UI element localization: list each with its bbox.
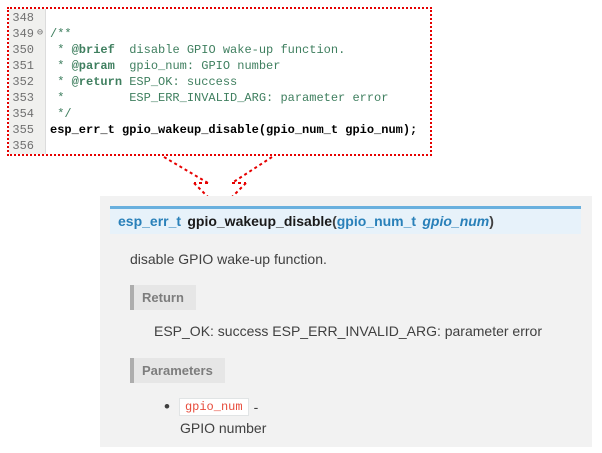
param-description: GPIO number bbox=[180, 420, 267, 436]
line-number: 351 bbox=[12, 59, 34, 73]
code-line: 354 */ bbox=[9, 106, 430, 122]
code-text: * @return ESP_OK: success bbox=[46, 74, 237, 90]
code-segment-decl: esp_err_t gpio_wakeup_disable(gpio_num_t… bbox=[50, 123, 418, 137]
signature-open-paren: ( bbox=[332, 213, 337, 229]
code-segment-comment: * ESP_ERR_INVALID_ARG: parameter error bbox=[50, 91, 389, 105]
fold-spacer bbox=[34, 58, 46, 74]
code-line: 353 * ESP_ERR_INVALID_ARG: parameter err… bbox=[9, 90, 430, 106]
return-rubric: Return bbox=[130, 285, 196, 310]
param-dash: - bbox=[253, 399, 259, 415]
code-text: /** bbox=[46, 26, 72, 42]
code-segment-comment: /** bbox=[50, 27, 72, 41]
code-text: */ bbox=[46, 106, 72, 122]
param-name-code: gpio_num bbox=[178, 398, 249, 416]
fold-spacer bbox=[34, 74, 46, 90]
code-segment-comment: ESP_OK: success bbox=[122, 75, 238, 89]
code-text: * @param gpio_num: GPIO number bbox=[46, 58, 280, 74]
fold-spacer bbox=[34, 10, 46, 26]
line-number: 356 bbox=[12, 139, 34, 153]
code-text: esp_err_t gpio_wakeup_disable(gpio_num_t… bbox=[46, 122, 417, 138]
code-segment-comment: * bbox=[50, 75, 72, 89]
fold-spacer bbox=[34, 106, 46, 122]
return-text: ESP_OK: success ESP_ERR_INVALID_ARG: par… bbox=[154, 323, 542, 339]
code-segment-comment: disable GPIO wake-up function. bbox=[114, 43, 346, 57]
code-line: 351 * @param gpio_num: GPIO number bbox=[9, 58, 430, 74]
parameter-item: • gpio_num - bbox=[164, 398, 592, 416]
code-segment-comment: * bbox=[50, 59, 72, 73]
code-segment-tag: @return bbox=[71, 75, 123, 89]
code-text bbox=[46, 138, 50, 154]
function-brief: disable GPIO wake-up function. bbox=[130, 251, 327, 267]
bullet-icon: • bbox=[164, 397, 170, 416]
code-text bbox=[46, 10, 50, 26]
code-line: 355 esp_err_t gpio_wakeup_disable(gpio_nu… bbox=[9, 122, 430, 138]
signature-param-name: gpio_num bbox=[422, 213, 490, 229]
line-number: 353 bbox=[12, 91, 34, 105]
fold-spacer bbox=[34, 42, 46, 58]
code-segment-comment: */ bbox=[50, 107, 72, 121]
code-segment-tag: @param bbox=[71, 59, 115, 73]
signature-return-type: esp_err_t bbox=[118, 213, 182, 229]
code-segment-comment: gpio_num: GPIO number bbox=[114, 59, 281, 73]
line-number: 348 bbox=[12, 11, 34, 25]
fold-spacer bbox=[34, 122, 46, 138]
line-number: 352 bbox=[12, 75, 34, 89]
fold-collapse-icon[interactable]: ⊖ bbox=[36, 28, 44, 39]
code-line: 349⊖ /** bbox=[9, 26, 430, 42]
fold-spacer bbox=[34, 90, 46, 106]
code-segment-tag: @brief bbox=[71, 43, 115, 57]
code-text: * @brief disable GPIO wake-up function. bbox=[46, 42, 345, 58]
code-text: * ESP_ERR_INVALID_ARG: parameter error bbox=[46, 90, 388, 106]
line-number: 355 bbox=[12, 123, 34, 137]
line-number: 349 bbox=[12, 27, 34, 41]
code-line: 348 bbox=[9, 10, 430, 26]
code-segment-comment: * bbox=[50, 43, 72, 57]
line-number: 350 bbox=[12, 43, 34, 57]
parameters-rubric: Parameters bbox=[130, 358, 225, 383]
signature-close-paren: ) bbox=[489, 213, 494, 229]
code-line: 356 bbox=[9, 138, 430, 154]
code-line: 352 * @return ESP_OK: success bbox=[9, 74, 430, 90]
fold-spacer bbox=[34, 138, 46, 154]
line-number: 354 bbox=[12, 107, 34, 121]
signature-function-name: gpio_wakeup_disable bbox=[187, 213, 333, 229]
code-line: 350 * @brief disable GPIO wake-up functi… bbox=[9, 42, 430, 58]
signature-param-type-link[interactable]: gpio_num_t bbox=[336, 213, 417, 229]
function-signature: esp_err_t gpio_wakeup_disable(gpio_num_t g… bbox=[110, 206, 581, 234]
